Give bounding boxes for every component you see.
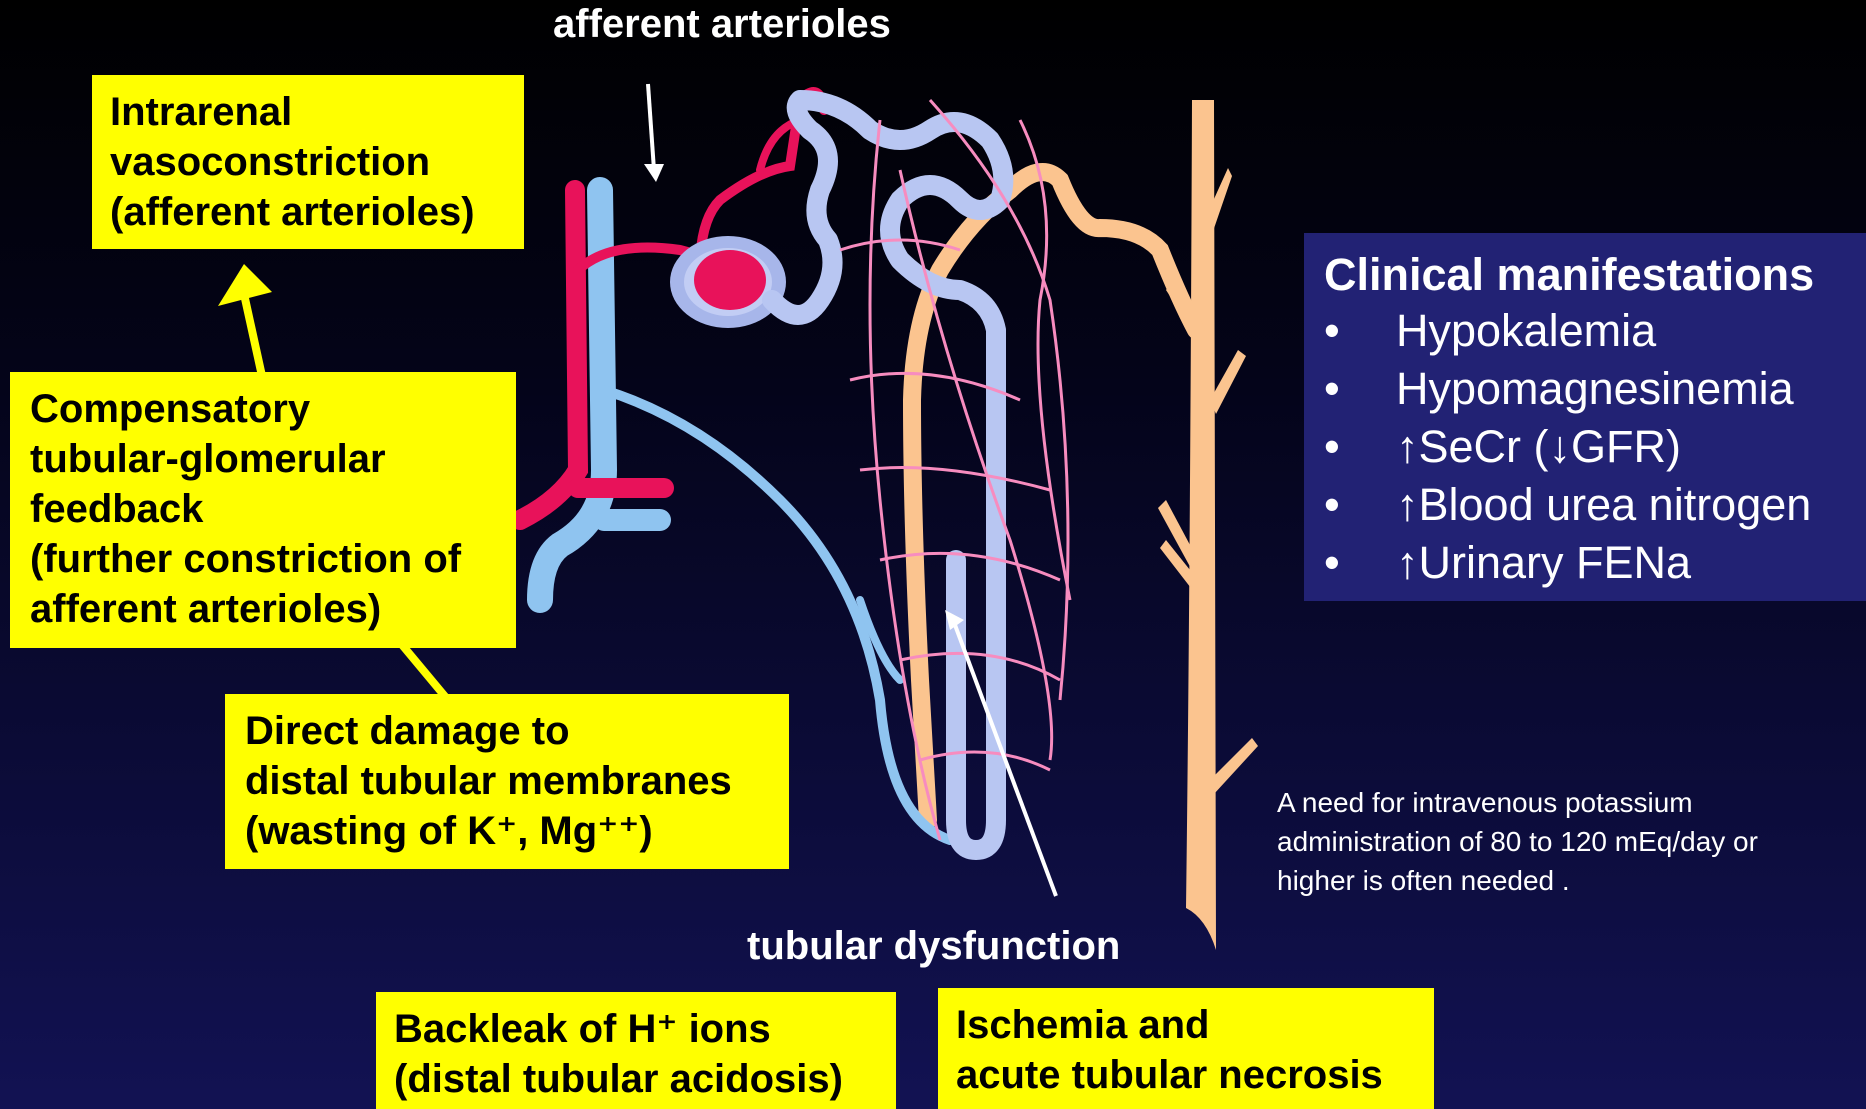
box-line: (distal tubular acidosis)	[394, 1054, 896, 1104]
afferent-arrow	[648, 84, 654, 170]
clinical-item-text: ↑Urinary FENa	[1396, 537, 1691, 588]
clinical-item-text: Hypokalemia	[1396, 305, 1656, 356]
box-line: Direct damage to	[245, 706, 789, 756]
collecting-duct	[1158, 100, 1258, 950]
clinical-item: •↑Urinary FENa	[1324, 537, 1691, 589]
ischemia-box: Ischemia and acute tubular necrosis	[938, 988, 1434, 1109]
damage-connector	[398, 640, 448, 700]
vasoconstriction-box: Intrarenal vasoconstriction (afferent ar…	[92, 75, 524, 249]
box-line: acute tubular necrosis	[956, 1050, 1434, 1100]
box-line: Compensatory	[30, 384, 516, 434]
note-line: administration of 80 to 120 mEq/day or	[1277, 822, 1758, 861]
glomerulus	[670, 236, 786, 328]
box-line: Backleak of H⁺ ions	[394, 1004, 896, 1054]
clinical-item-text: Hypomagnesinemia	[1396, 363, 1794, 414]
clinical-item: •↑SeCr (↓GFR)	[1324, 421, 1681, 473]
box-line: distal tubular membranes	[245, 756, 789, 806]
tubular-dysfunction-label: tubular dysfunction	[747, 924, 1120, 969]
note-line: higher is often needed .	[1277, 861, 1758, 900]
bullet: •	[1324, 363, 1396, 415]
clinical-item: •↑Blood urea nitrogen	[1324, 479, 1811, 531]
direct-damage-box: Direct damage to distal tubular membrane…	[225, 694, 789, 869]
potassium-note: A need for intravenous potassium adminis…	[1277, 783, 1758, 900]
feedback-box: Compensatory tubular-glomerular feedback…	[10, 372, 516, 648]
box-line: tubular-glomerular	[30, 434, 516, 484]
clinical-item: •Hypomagnesinemia	[1324, 363, 1794, 415]
bullet: •	[1324, 537, 1396, 589]
bullet: •	[1324, 479, 1396, 531]
note-line: A need for intravenous potassium	[1277, 783, 1758, 822]
box-line: vasoconstriction	[110, 137, 524, 187]
box-line: (further constriction of	[30, 534, 516, 584]
box-line: (wasting of K⁺, Mg⁺⁺)	[245, 806, 789, 856]
afferent-arrowhead	[644, 164, 664, 182]
clinical-manifestations-box: Clinical manifestations •Hypokalemia •Hy…	[1304, 233, 1866, 601]
afferent-arterioles-label: afferent arterioles	[553, 2, 891, 47]
box-line: afferent arterioles)	[30, 584, 516, 634]
clinical-item-text: ↑SeCr (↓GFR)	[1396, 421, 1681, 472]
clinical-title: Clinical manifestations	[1324, 249, 1814, 301]
feedback-arrow	[244, 294, 262, 376]
box-line: Intrarenal	[110, 87, 524, 137]
clinical-item-text: ↑Blood urea nitrogen	[1396, 479, 1811, 530]
bullet: •	[1324, 421, 1396, 473]
bullet: •	[1324, 305, 1396, 357]
backleak-box: Backleak of H⁺ ions (distal tubular acid…	[376, 992, 896, 1109]
box-line: Ischemia and	[956, 1000, 1434, 1050]
box-line: (afferent arterioles)	[110, 187, 524, 237]
clinical-item: •Hypokalemia	[1324, 305, 1656, 357]
box-line: feedback	[30, 484, 516, 534]
